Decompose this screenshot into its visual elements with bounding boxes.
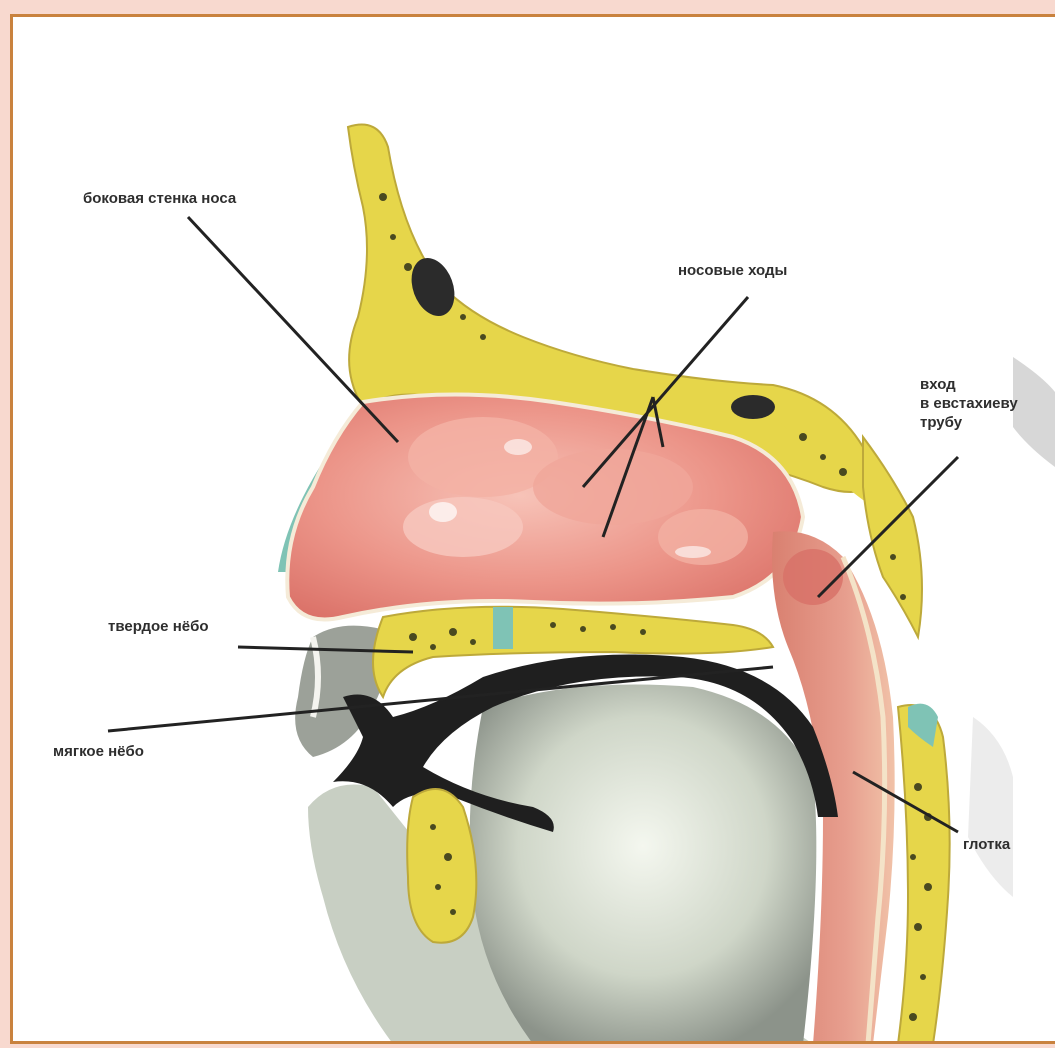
nasal-cavity-diagram: боковая стенка носа носовые ходы вход в … — [13, 17, 1055, 1044]
label-nasal-passages: носовые ходы — [678, 262, 787, 279]
label-soft-palate: мягкое нёбо — [53, 743, 144, 760]
label-pharynx: глотка — [963, 836, 1011, 853]
cervical-spine — [898, 704, 950, 1044]
label-lateral-wall: боковая стенка носа — [83, 190, 237, 207]
label-eustachian-line3: трубу — [920, 414, 963, 431]
label-eustachian-line1: вход — [920, 376, 956, 393]
label-hard-palate: твердое нёбо — [108, 618, 209, 635]
label-eustachian-line2: в евстахиеву — [920, 395, 1018, 412]
hard-palate-bone — [373, 607, 773, 697]
diagram-panel: боковая стенка носа носовые ходы вход в … — [10, 14, 1055, 1044]
background-shading — [968, 357, 1055, 897]
mandible-bone — [407, 789, 476, 943]
